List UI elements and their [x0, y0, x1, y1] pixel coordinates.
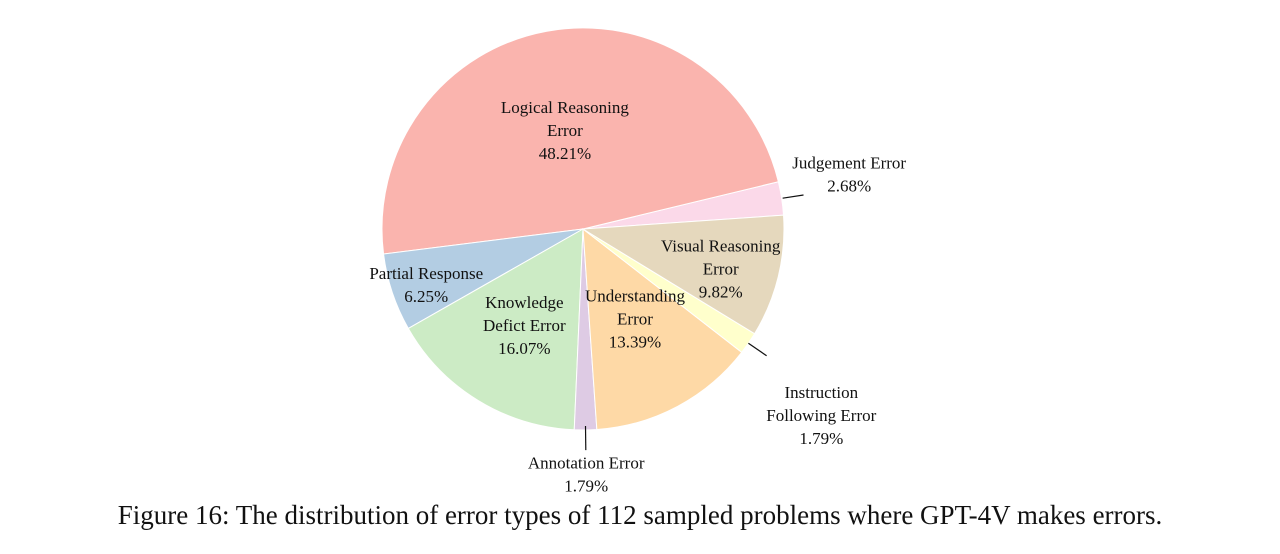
slice-label-line: Knowledge	[485, 293, 563, 312]
slice-label-line: Defict Error	[483, 316, 566, 335]
slice-logical-reasoning-error	[381, 27, 779, 255]
slice-percent: 1.79%	[799, 429, 843, 448]
slice-label-annotation-error: Annotation Error 1.79%	[528, 454, 645, 496]
slice-visual-reasoning-error	[581, 214, 785, 335]
slice-percent: 16.07%	[498, 339, 550, 358]
slice-percent: 6.25%	[404, 287, 448, 306]
slice-understanding-error	[582, 227, 743, 431]
slice-label-line: Understanding	[585, 287, 686, 306]
slice-label-line: Error	[617, 310, 653, 329]
slice-label-line: Partial Response	[369, 264, 483, 283]
slice-percent: 48.21%	[539, 144, 591, 163]
slice-label-line: Annotation Error	[528, 454, 645, 473]
leader-line-judgement-error	[782, 194, 804, 199]
slice-label-line: Logical Reasoning	[501, 98, 629, 117]
slice-label-line: Instruction	[784, 383, 858, 402]
slice-percent: 9.82%	[699, 282, 743, 301]
leader-lines	[584, 194, 804, 451]
slice-percent: 13.39%	[609, 333, 661, 352]
slice-label-line: Following Error	[766, 406, 876, 425]
slice-label-partial-response: Partial Response 6.25%	[369, 264, 483, 306]
slice-label-line: Judgement Error	[792, 153, 906, 172]
slice-label-judgement-error: Judgement Error 2.68%	[792, 153, 906, 195]
slice-percent: 1.79%	[564, 477, 608, 496]
slice-label-line: Error	[703, 259, 739, 278]
slice-label-line: Visual Reasoning	[661, 236, 781, 255]
slice-label-line: Error	[547, 121, 583, 140]
slice-percent: 2.68%	[827, 176, 871, 195]
leader-line-instruction-following-error	[748, 342, 767, 357]
slice-knowledge-defict-error	[407, 228, 584, 431]
pie-slices	[381, 27, 785, 431]
figure-caption: Figure 16: The distribution of error typ…	[117, 500, 1163, 530]
